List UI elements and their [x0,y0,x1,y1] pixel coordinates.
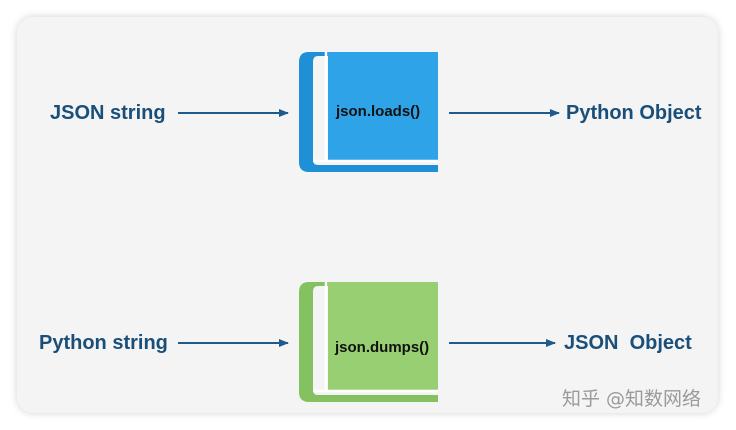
book-dumps-node [299,282,438,402]
json-string-node: JSON string [50,102,166,124]
json-object-node: JSON Object [564,332,692,354]
book-loads-pages [328,52,438,161]
json-loads-label: json.loads() [336,103,421,120]
python-object-node: Python Object [566,102,702,124]
python-string-node: Python string [39,332,168,354]
book-loads-node [299,52,438,172]
book-dumps-cover [299,282,438,402]
book-dumps-pages [328,282,438,391]
book-loads-cover [299,52,438,172]
watermark-text: 知乎 @知数网络 [562,388,702,410]
json-dumps-label: json.dumps() [335,339,430,356]
